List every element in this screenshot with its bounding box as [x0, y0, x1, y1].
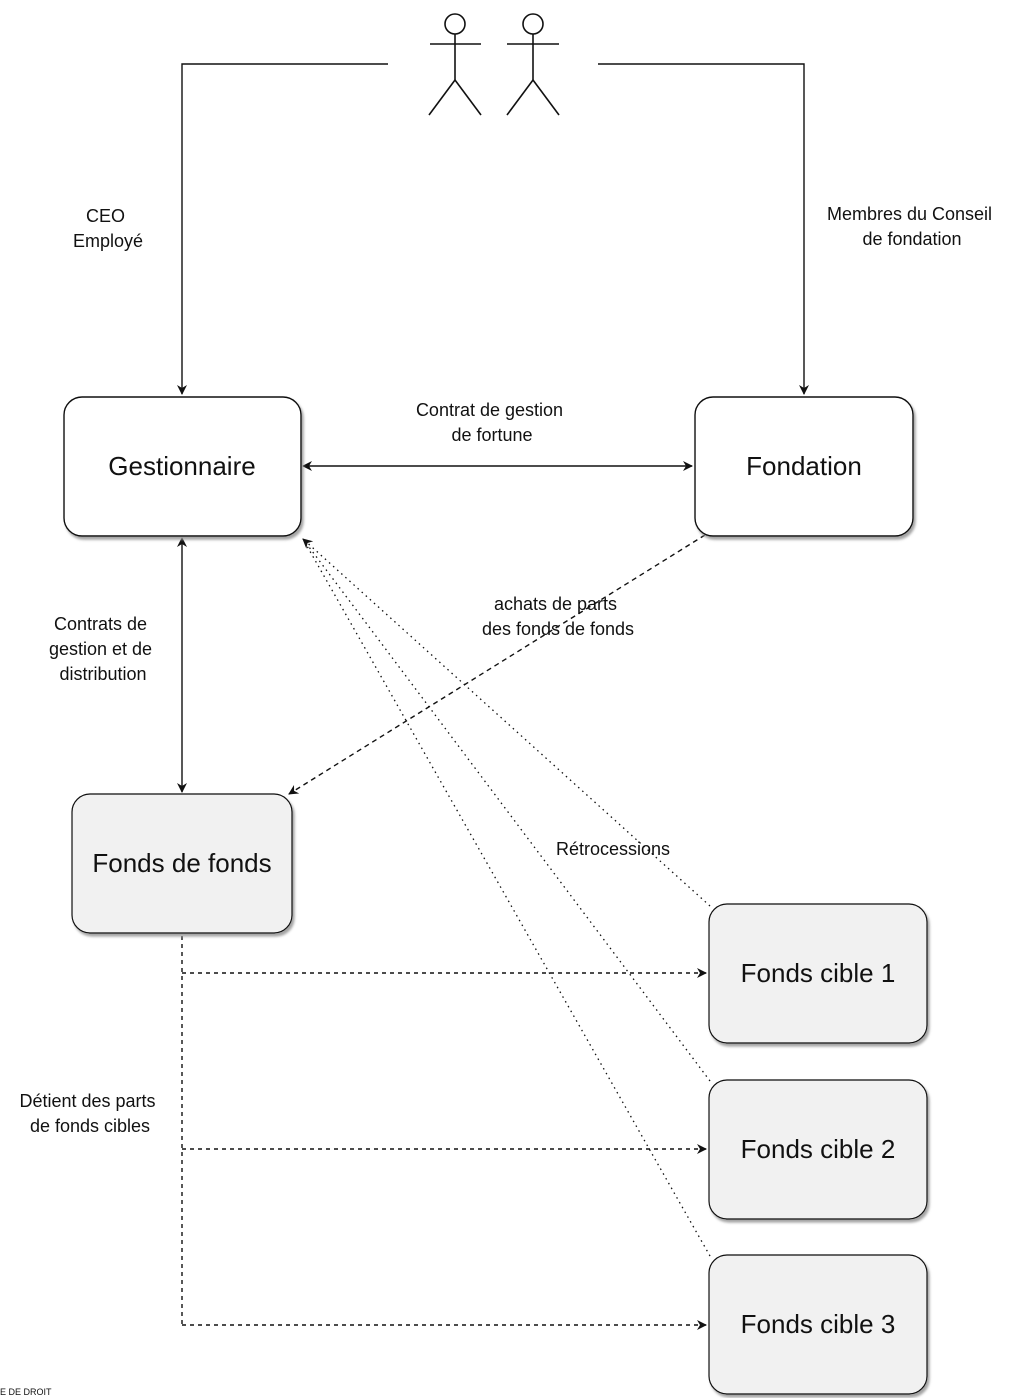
node-fonds-cible-2-label: Fonds cible 2 [741, 1134, 896, 1164]
node-gestionnaire-label: Gestionnaire [108, 451, 255, 481]
edge-actors-to-gestionnaire [177, 63, 388, 395]
actor-icon-1 [428, 13, 482, 116]
label-contrats-gestion-distribution: Contrats de gestion et de distribution [49, 614, 157, 684]
node-fonds-de-fonds[interactable]: Fonds de fonds [71, 793, 293, 934]
node-fondation[interactable]: Fondation [694, 396, 914, 537]
label-achats-parts: achats de parts des fonds de fonds [482, 594, 634, 639]
node-fondation-label: Fondation [746, 451, 862, 481]
retrocession-line-1 [302, 538, 711, 907]
node-gestionnaire[interactable]: Gestionnaire [63, 396, 302, 537]
edge-fondation-to-fonds-de-fonds [288, 534, 706, 795]
footer-fragment: E DE DROIT [0, 1387, 52, 1397]
holdings-lines [181, 936, 707, 1330]
node-fonds-cible-3-label: Fonds cible 3 [741, 1309, 896, 1339]
node-fonds-de-fonds-label: Fonds de fonds [92, 848, 271, 878]
label-membres-conseil: Membres du Conseil de fondation [827, 204, 997, 249]
actor-icon-2 [506, 13, 560, 116]
label-detient-parts: Détient des parts de fonds cibles [19, 1091, 160, 1136]
edge-actors-to-fondation [598, 63, 809, 395]
label-contrat-gestion-fortune: Contrat de gestion de fortune [416, 400, 568, 445]
node-fonds-cible-1-label: Fonds cible 1 [741, 958, 896, 988]
label-ceo-employe: CEO Employé [73, 206, 143, 251]
node-fonds-cible-2[interactable]: Fonds cible 2 [708, 1079, 928, 1220]
node-fonds-cible-1[interactable]: Fonds cible 1 [708, 903, 928, 1044]
retrocession-lines [302, 538, 711, 1257]
node-fonds-cible-3[interactable]: Fonds cible 3 [708, 1254, 928, 1395]
label-retrocessions: Rétrocessions [556, 839, 670, 859]
